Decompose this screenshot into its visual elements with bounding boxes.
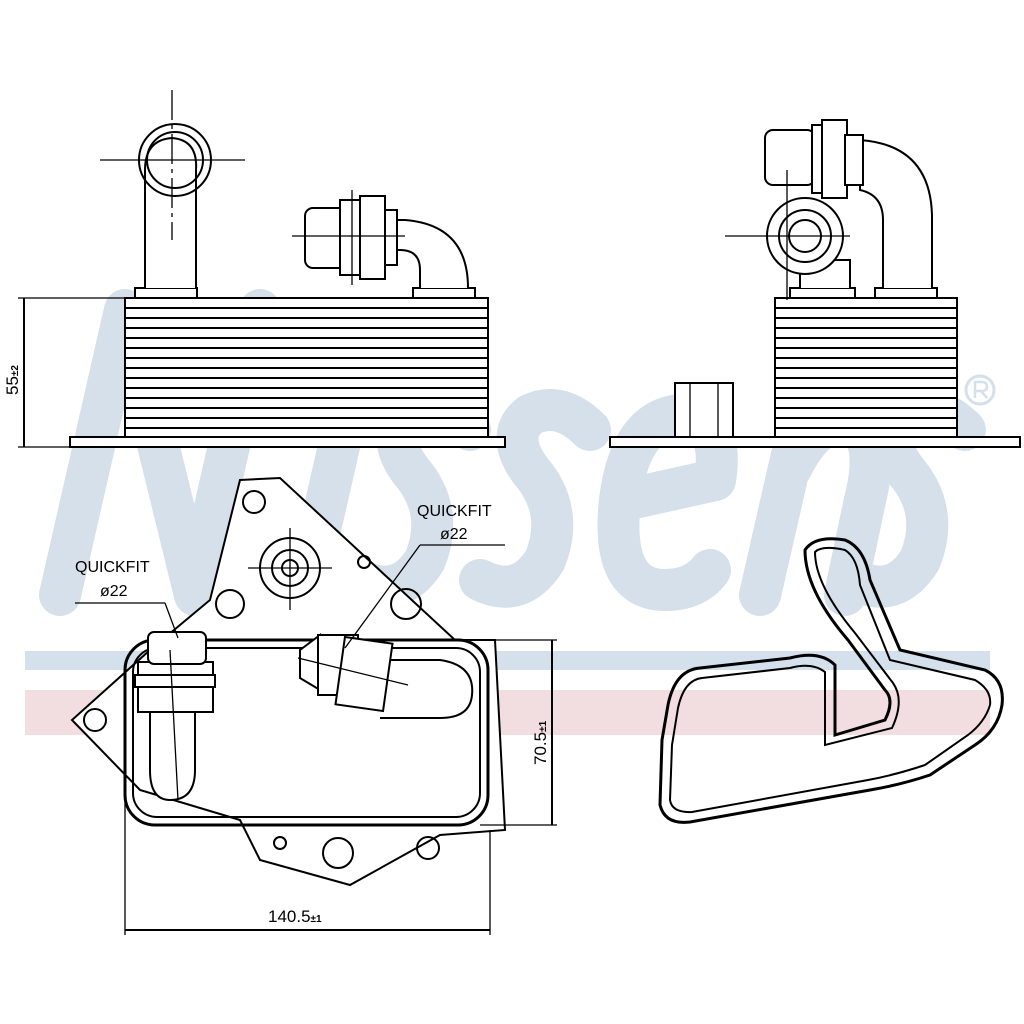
width-tolerance: ±1	[538, 720, 549, 731]
registered-mark-icon	[964, 374, 996, 406]
height-value: 55	[3, 376, 22, 395]
quickfit-diameter-left: ø22	[100, 583, 128, 600]
quickfit-callout-right: QUICKFIT ø22	[344, 503, 505, 649]
quickfit-label-right: QUICKFIT	[417, 503, 492, 520]
svg-text:55±2: 55±2	[3, 365, 22, 395]
width-dimension: 70.5±1	[460, 639, 557, 826]
length-value: 140.5	[268, 907, 311, 926]
width-value: 70.5	[531, 732, 550, 765]
top-view	[70, 476, 507, 887]
side-view-end	[609, 119, 1021, 448]
gasket-view	[658, 537, 1004, 824]
watermark-logo-letter-s2	[459, 389, 611, 608]
quickfit-diameter-right: ø22	[440, 526, 468, 543]
svg-text:140.5±1: 140.5±1	[268, 907, 322, 926]
svg-text:70.5±1: 70.5±1	[531, 720, 550, 765]
watermark-logo-letter-n	[39, 289, 281, 616]
quickfit-label-left: QUICKFIT	[75, 559, 150, 576]
length-dimension: 140.5±1	[124, 800, 491, 935]
height-tolerance: ±2	[10, 365, 21, 376]
length-tolerance: ±1	[311, 914, 322, 925]
height-dimension: 55±2	[3, 297, 125, 448]
quickfit-callout-left: QUICKFIT ø22	[75, 559, 179, 639]
side-view-front	[69, 90, 506, 448]
